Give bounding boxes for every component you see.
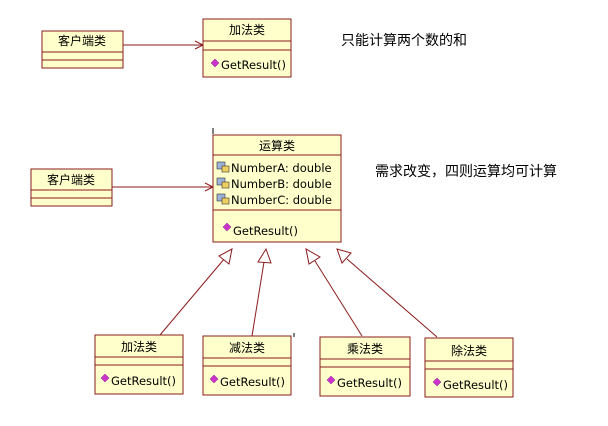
method-icon <box>100 373 110 383</box>
operation-class-name: 运算类 <box>259 138 295 153</box>
operation-method: GetResult() <box>233 224 298 238</box>
method-icon <box>326 375 336 385</box>
subclass-subtract-method: GetResult() <box>220 375 285 389</box>
bottom-note: 需求改变，四则运算均可计算 <box>375 164 557 180</box>
top-add-method: GetResult() <box>221 58 286 72</box>
attribute-lock-icon <box>216 161 230 173</box>
subclass-divide[interactable]: 除法类 GetResult() <box>424 337 514 398</box>
subclass-multiply-name: 乘法类 <box>347 342 383 356</box>
bottom-client-class[interactable]: 客户端类 <box>30 168 113 207</box>
attribute-row: NumberB: double <box>216 177 332 191</box>
generalization-multiply <box>305 248 363 337</box>
top-add-class[interactable]: 加法类 GetResult() <box>202 18 292 78</box>
top-add-class-name: 加法类 <box>229 23 265 37</box>
top-association-arrow <box>123 40 205 50</box>
attribute-lock-icon <box>216 177 230 189</box>
attribute-number-c: NumberC: double <box>231 193 332 207</box>
method-icon <box>209 374 219 384</box>
bottom-client-class-name: 客户端类 <box>47 172 95 187</box>
generalization-subtract <box>251 247 272 337</box>
attribute-number-b: NumberB: double <box>231 177 332 191</box>
attribute-row: NumberC: double <box>216 193 332 207</box>
subclass-subtract[interactable]: 减法类 GetResult() <box>202 335 292 396</box>
top-client-class[interactable]: 客户端类 <box>41 30 124 69</box>
method-icon <box>210 58 220 68</box>
subclass-subtract-name: 减法类 <box>229 341 265 355</box>
operation-class[interactable]: 运算类 NumberA: double NumberB: double Numb… <box>212 134 342 243</box>
method-icon <box>432 377 442 387</box>
generalization-add <box>159 248 233 336</box>
attribute-number-a: NumberA: double <box>231 161 332 175</box>
subclass-add[interactable]: 加法类 GetResult() <box>94 334 184 395</box>
subclass-add-method: GetResult() <box>111 374 176 388</box>
subclass-add-name: 加法类 <box>121 340 157 354</box>
method-icon <box>222 222 232 232</box>
bottom-association-arrow <box>112 182 215 192</box>
subclass-divide-name: 除法类 <box>451 343 487 358</box>
attribute-row: NumberA: double <box>216 161 332 175</box>
subclass-multiply[interactable]: 乘法类 GetResult() <box>319 336 411 397</box>
subclass-divide-method: GetResult() <box>443 378 508 392</box>
subclass-multiply-method: GetResult() <box>337 376 402 390</box>
attribute-lock-icon <box>216 193 230 205</box>
top-client-class-name: 客户端类 <box>58 33 106 48</box>
top-note: 只能计算两个数的和 <box>341 33 467 49</box>
generalization-divide <box>336 248 438 338</box>
